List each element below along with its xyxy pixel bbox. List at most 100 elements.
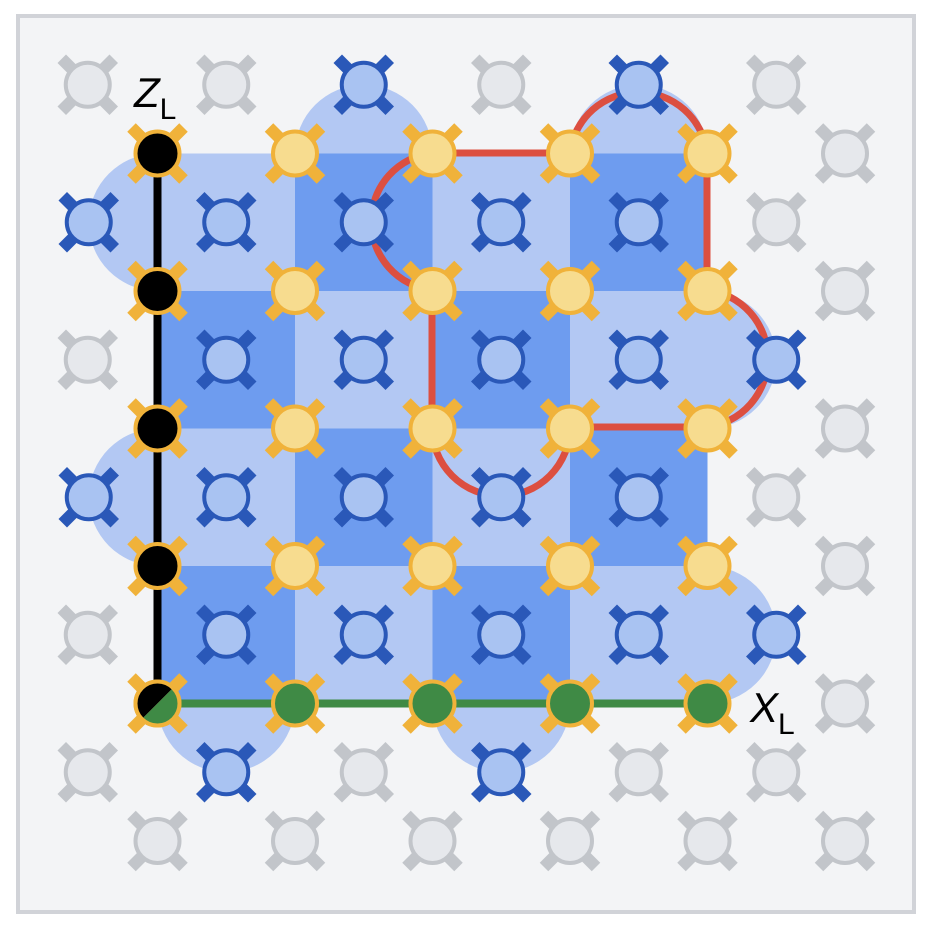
qubit-inactive-icon bbox=[402, 810, 463, 872]
qubit-data-icon bbox=[402, 123, 463, 184]
qubit-body bbox=[63, 610, 112, 659]
qubit-measure-icon bbox=[471, 467, 532, 528]
qubit-measure-icon bbox=[471, 604, 532, 665]
boundary-stabilizer bbox=[88, 428, 158, 566]
qubit-inactive-icon bbox=[814, 398, 876, 459]
qubit-body bbox=[614, 198, 663, 247]
inactive-qubit-layer bbox=[57, 54, 876, 872]
qubit-measure-icon bbox=[196, 329, 257, 390]
qubit-data-icon bbox=[402, 260, 463, 322]
qubit-body bbox=[133, 817, 182, 865]
qubit-inactive-icon bbox=[677, 810, 738, 872]
qubit-measure-icon bbox=[333, 604, 394, 665]
qubit-data-icon bbox=[264, 673, 326, 734]
qubit-data-icon bbox=[539, 260, 601, 322]
qubit-data-icon bbox=[127, 535, 188, 597]
qubit-body bbox=[339, 335, 388, 384]
qubit-body bbox=[546, 129, 594, 178]
qubit-body bbox=[408, 129, 457, 178]
qubit-body bbox=[821, 542, 869, 590]
qubit-body bbox=[614, 60, 663, 109]
qubit-data-icon bbox=[539, 123, 601, 184]
qubit-inactive-icon bbox=[814, 810, 876, 872]
qubit-measure-icon bbox=[333, 329, 394, 390]
qubit-body bbox=[477, 473, 526, 522]
active-qubit-layer bbox=[58, 54, 807, 803]
qubit-body bbox=[477, 60, 526, 109]
qubit-measure-icon bbox=[608, 604, 669, 665]
qubit-body bbox=[683, 817, 732, 865]
qubit-inactive-icon bbox=[57, 54, 118, 115]
qubit-body bbox=[546, 267, 594, 315]
qubit-data-icon bbox=[677, 535, 738, 597]
qubit-measure-icon bbox=[608, 467, 669, 528]
qubit-inactive-icon bbox=[57, 742, 118, 803]
qubit-body bbox=[271, 404, 319, 453]
qubit-body bbox=[614, 335, 663, 384]
qubit-body bbox=[408, 404, 457, 453]
qubit-inactive-icon bbox=[814, 123, 876, 184]
logical-x-symbol: X bbox=[749, 684, 780, 731]
qubit-data-icon bbox=[402, 398, 463, 459]
qubit-inactive-icon bbox=[127, 810, 188, 872]
qubit-body bbox=[339, 198, 388, 247]
qubit-data-icon bbox=[402, 535, 463, 597]
qubit-body bbox=[821, 129, 869, 178]
qubit-ring bbox=[133, 679, 182, 728]
qubit-data-icon bbox=[127, 673, 188, 734]
qubit-body bbox=[821, 817, 869, 865]
qubit-measure-icon bbox=[58, 467, 119, 528]
qubit-inactive-icon bbox=[814, 260, 876, 322]
qubit-measure-icon bbox=[333, 54, 394, 115]
qubit-body bbox=[477, 198, 526, 247]
qubit-body bbox=[339, 60, 388, 109]
qubit-body bbox=[133, 542, 182, 590]
qubit-inactive-icon bbox=[57, 329, 118, 390]
qubit-half-z bbox=[136, 682, 173, 719]
qubit-inactive-icon bbox=[746, 54, 807, 115]
qubit-body bbox=[202, 473, 251, 522]
qubit-inactive-icon bbox=[196, 54, 257, 115]
qubit-data-icon bbox=[264, 123, 326, 184]
qubit-body bbox=[133, 267, 182, 315]
qubit-body bbox=[202, 610, 251, 659]
qubit-body bbox=[339, 748, 388, 797]
qubit-body bbox=[752, 473, 801, 522]
qubit-inactive-icon bbox=[57, 604, 118, 665]
qubit-measure-icon bbox=[746, 604, 807, 665]
qubit-data-icon bbox=[127, 260, 188, 322]
qubit-body bbox=[683, 129, 732, 178]
qubit-body bbox=[271, 129, 319, 178]
qubit-body bbox=[339, 610, 388, 659]
qubit-inactive-icon bbox=[471, 54, 532, 115]
qubit-body bbox=[477, 335, 526, 384]
qubit-body bbox=[271, 267, 319, 315]
logical-z-label: ZL bbox=[133, 69, 176, 126]
qubit-inactive-icon bbox=[746, 742, 807, 803]
qubit-data-icon bbox=[264, 398, 326, 459]
qubit-body bbox=[408, 542, 457, 590]
qubit-data-icon bbox=[539, 535, 601, 597]
qubit-inactive-icon bbox=[539, 810, 601, 872]
qubit-body bbox=[63, 60, 112, 109]
qubit-inactive-icon bbox=[746, 192, 807, 253]
qubit-body bbox=[752, 748, 801, 797]
qubit-inactive-icon bbox=[608, 742, 669, 803]
qubit-data-icon bbox=[677, 673, 738, 734]
qubit-body bbox=[271, 817, 319, 865]
qubit-measure-icon bbox=[471, 192, 532, 253]
logical-z-symbol: Z bbox=[133, 69, 161, 116]
qubit-measure-icon bbox=[333, 192, 394, 253]
qubit-measure-icon bbox=[471, 329, 532, 390]
qubit-body bbox=[133, 129, 182, 178]
qubit-measure-icon bbox=[471, 742, 532, 803]
logical-z-subscript: L bbox=[160, 93, 177, 126]
qubit-body bbox=[408, 817, 457, 865]
boundary-stabilizer bbox=[88, 153, 158, 291]
qubit-body bbox=[752, 60, 801, 109]
qubit-body bbox=[202, 60, 251, 109]
qubit-body bbox=[752, 335, 801, 384]
qubit-inactive-icon bbox=[264, 810, 326, 872]
qubit-measure-icon bbox=[608, 54, 669, 115]
